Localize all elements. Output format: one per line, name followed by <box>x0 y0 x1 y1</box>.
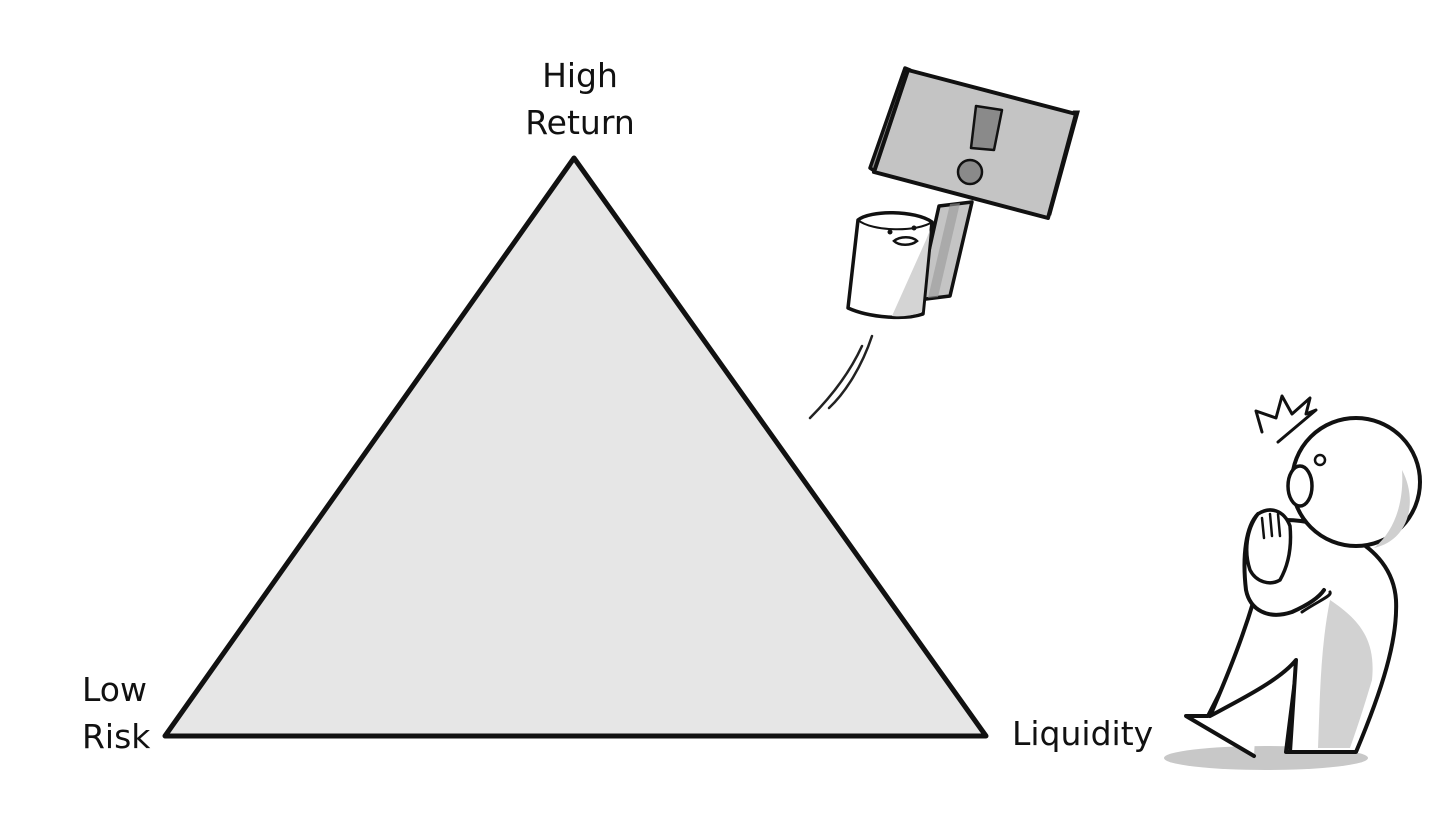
vertex-label-line: High <box>542 56 618 95</box>
vertex-label-line: Low <box>82 670 147 709</box>
vertex-label-line: Liquidity <box>1012 714 1154 753</box>
marshmallow-creature-icon <box>846 211 934 320</box>
exclamation-sign-icon <box>868 66 1080 302</box>
vertex-label-line: Risk <box>82 717 151 756</box>
vertex-label-line: Return <box>525 103 635 142</box>
motion-lines <box>808 334 874 420</box>
impossible-triangle <box>162 155 989 739</box>
vertex-label-liquidity: Liquidity <box>1012 710 1153 757</box>
vertex-label-low-risk: Low Risk <box>82 666 150 760</box>
surprised-person-icon <box>1164 394 1422 770</box>
vertex-label-high-return: High Return <box>520 52 640 146</box>
